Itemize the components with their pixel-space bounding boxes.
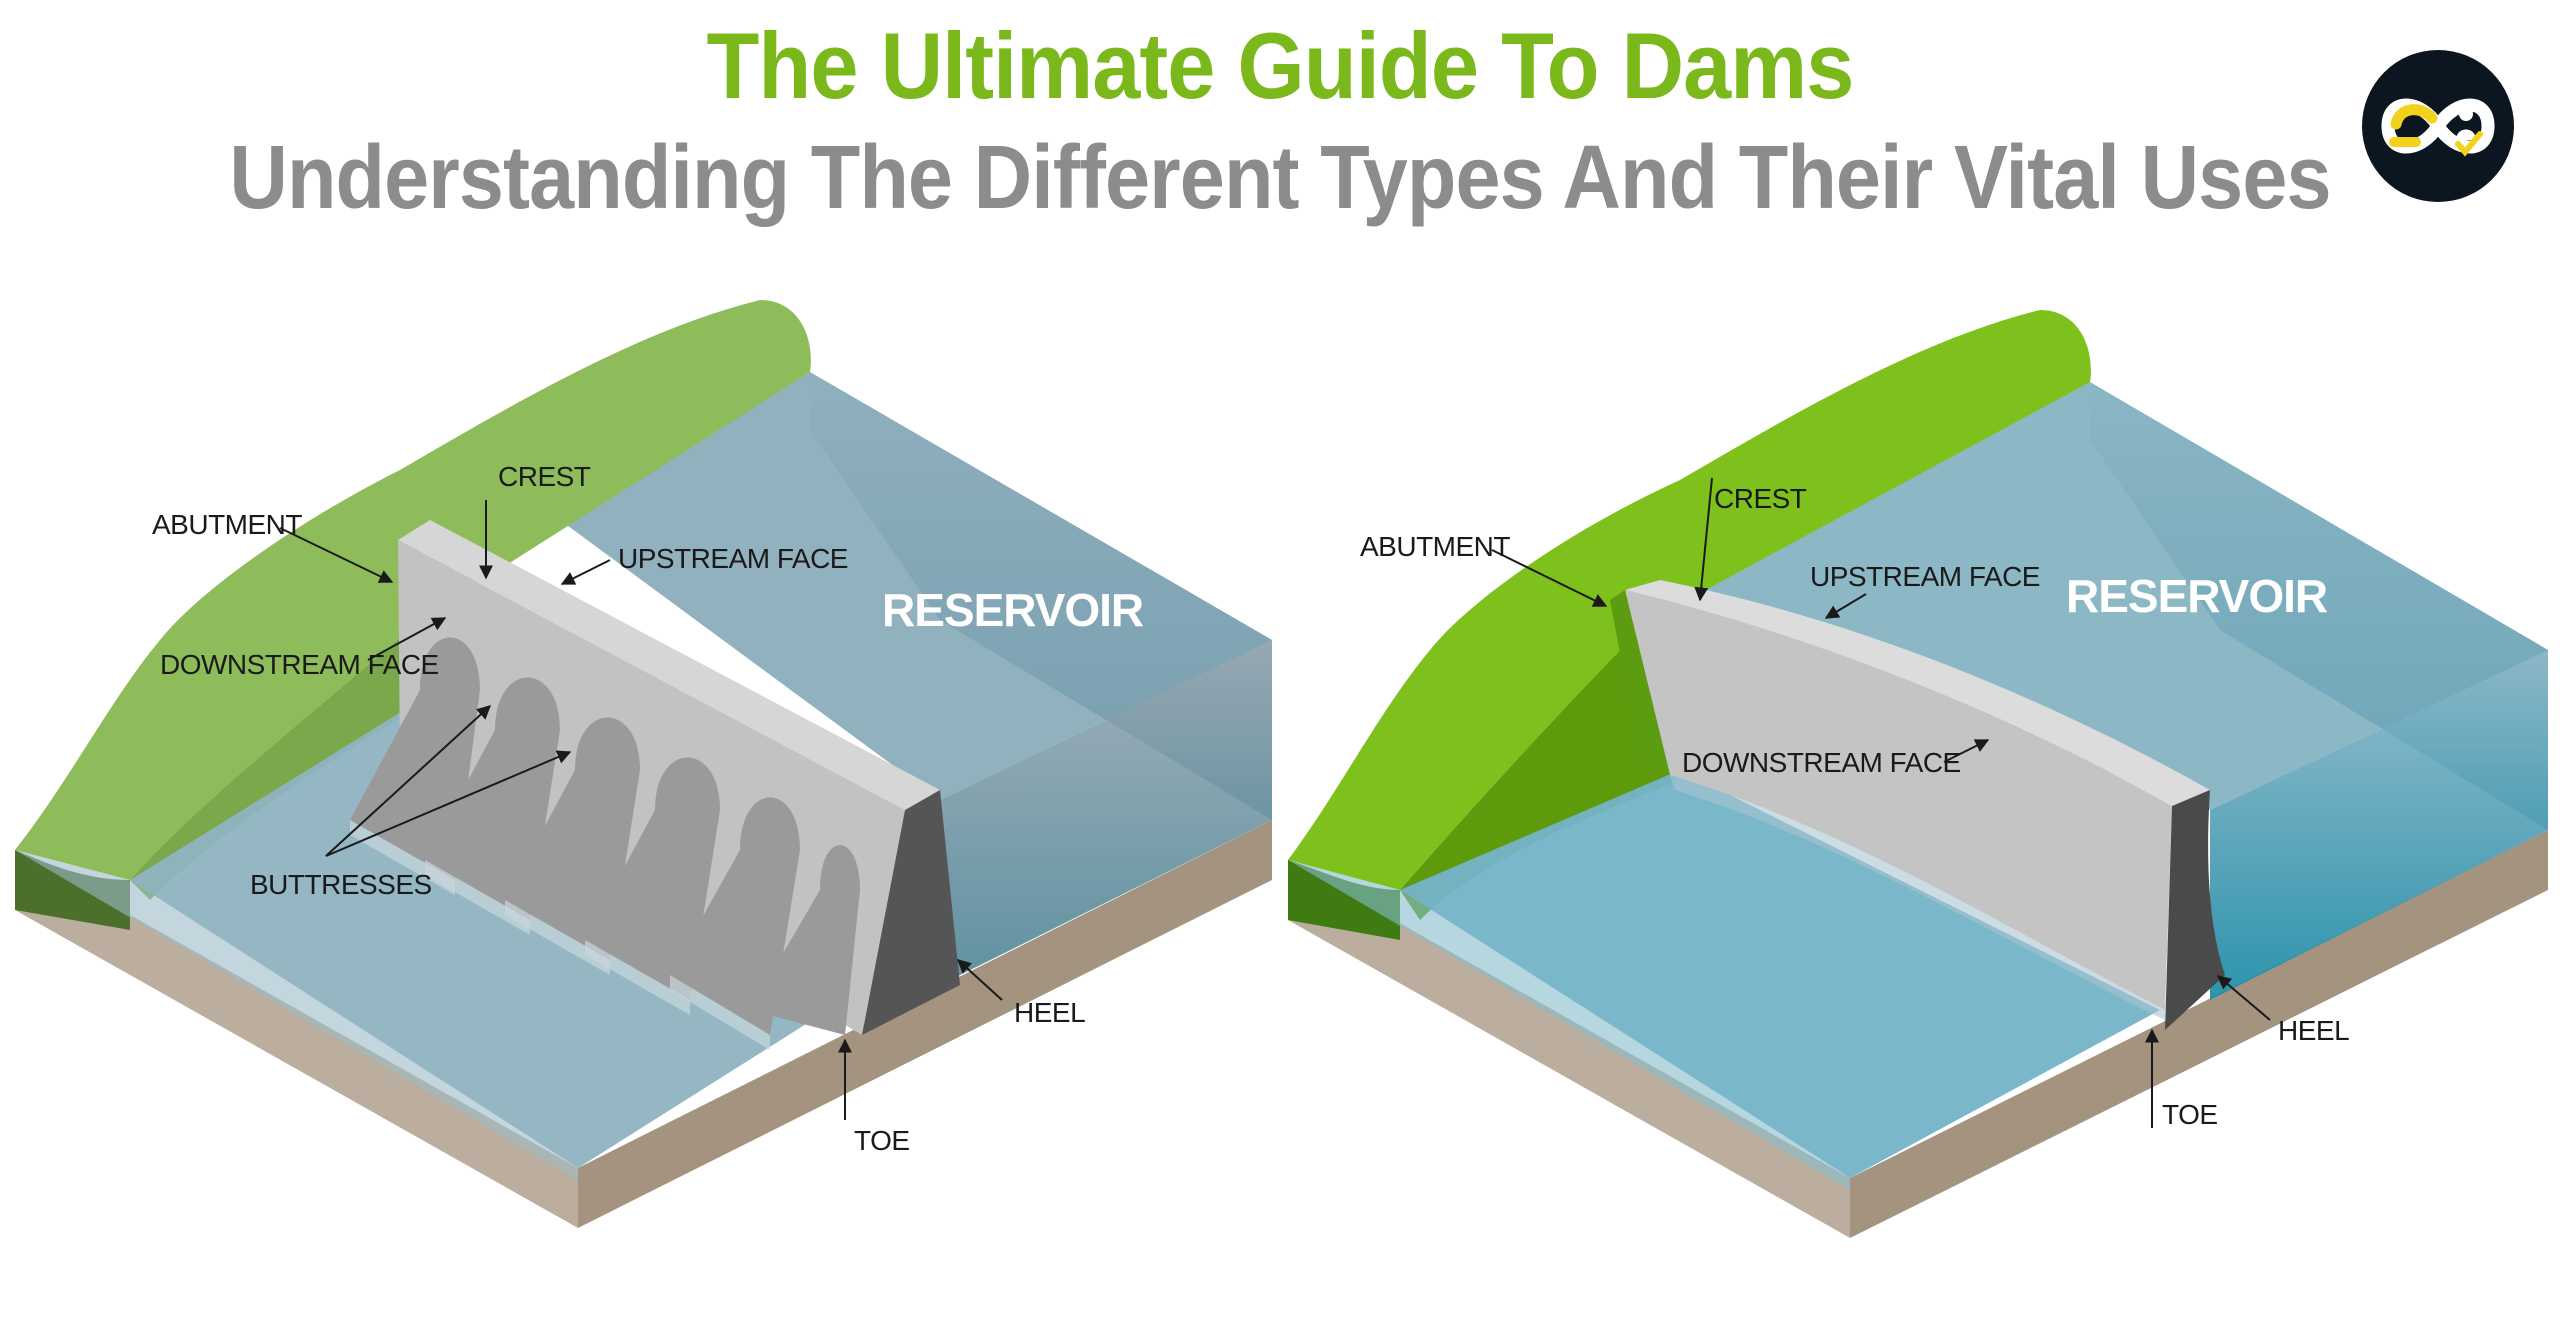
grass-hill-right (1288, 310, 2091, 890)
base-slab-right (578, 820, 1272, 1228)
infinity-logo-icon (2362, 50, 2514, 202)
label-heel-right: HEEL (2278, 1015, 2349, 1046)
label-reservoir-left: RESERVOIR (882, 584, 1144, 636)
label-toe-left: TOE (854, 1125, 910, 1156)
label-upstream-face-right: UPSTREAM FACE (1810, 561, 2040, 592)
base-slab-front-right (1288, 860, 1850, 1238)
base-slab-right-right (1850, 830, 2548, 1238)
arch-dam-diagram: ABUTMENT CREST UPSTREAM FACE DOWNSTREAM … (1288, 310, 2548, 1238)
arch-dam-end (2165, 790, 2225, 1030)
label-upstream-face-left: UPSTREAM FACE (618, 543, 848, 574)
label-heel-left: HEEL (1014, 997, 1085, 1028)
label-crest-left: CREST (498, 461, 591, 492)
label-abutment-left: ABUTMENT (152, 509, 302, 540)
label-abutment-right: ABUTMENT (1360, 531, 1510, 562)
reservoir-top (560, 372, 1272, 800)
buttresses (350, 637, 860, 1050)
dam-wall-top (398, 520, 940, 810)
label-toe-right: TOE (2162, 1099, 2218, 1130)
downstream-water (130, 700, 860, 1168)
label-reservoir-right: RESERVOIR (2066, 570, 2328, 622)
label-crest-right: CREST (1714, 483, 1807, 514)
downstream-water-right (1400, 770, 2160, 1178)
reservoir-side (940, 640, 1272, 985)
arch-dam-top (1625, 580, 2210, 806)
label-buttresses: BUTTRESSES (250, 869, 432, 900)
arch-dam-face-shade (1670, 775, 2165, 1020)
label-downstream-face-left: DOWNSTREAM FACE (160, 649, 439, 680)
page-title: The Ultimate Guide To Dams (706, 13, 1855, 118)
reservoir-side-right (2210, 650, 2548, 1000)
arch-dam-face (1625, 590, 2172, 1010)
grass-hill-shadow (15, 850, 130, 930)
dam-wall-end (862, 790, 960, 1035)
page-subtitle: Understanding The Different Types And Th… (229, 128, 2331, 228)
reservoir-top-right (1640, 382, 2548, 810)
base-slab-front (15, 850, 578, 1228)
label-downstream-face-right: DOWNSTREAM FACE (1682, 747, 1961, 778)
buttress-dam-diagram: ABUTMENT CREST UPSTREAM FACE DOWNSTREAM … (15, 300, 1272, 1228)
